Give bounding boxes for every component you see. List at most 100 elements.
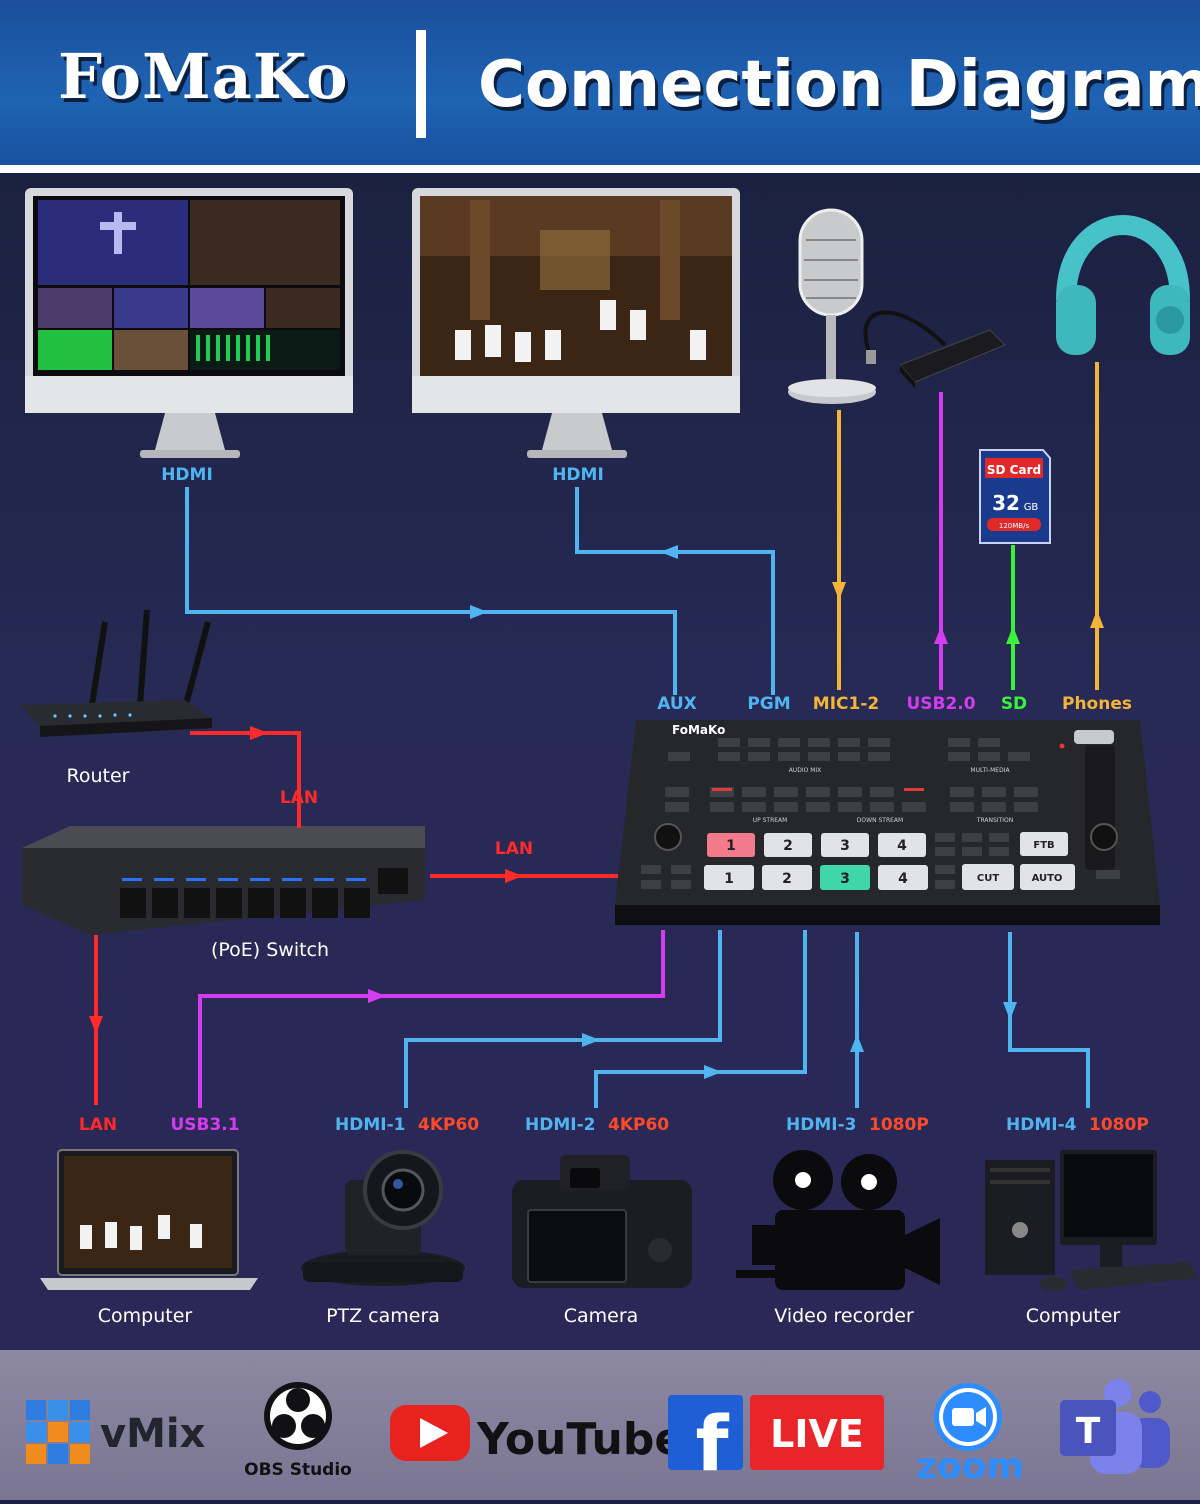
headphones-illustration: [1056, 215, 1190, 355]
switch-lan-arrow: [505, 869, 523, 883]
hdmi1-arrow: [582, 1033, 600, 1047]
pgm-arrow: [660, 545, 678, 559]
section-audio-mix: AUDIO MIX: [789, 767, 822, 774]
switch-lan-label: LAN: [495, 839, 533, 859]
cut-button[interactable]: [962, 864, 1014, 890]
diagram-canvas: SD Card 32 GB 120MB/s Router (PoE) Switc…: [0, 173, 1200, 1350]
sd-card-unit: GB: [1024, 502, 1039, 513]
hdmi2-port-label: HDMI-2: [525, 1115, 595, 1135]
hdmi-right-label: HDMI: [552, 465, 604, 485]
brand-logo: FoMaKo: [58, 40, 349, 113]
router-lan-label: LAN: [280, 788, 318, 808]
hdmi4-port-label: HDMI-4: [1006, 1115, 1077, 1135]
obs-logo: OBS Studio: [244, 1382, 352, 1480]
sd-card-capacity: 32: [992, 491, 1020, 515]
microphone-illustration: [788, 208, 876, 404]
pvw-button-3[interactable]: [821, 833, 869, 857]
aux-arrow: [470, 605, 488, 619]
mic-arrow: [832, 582, 846, 600]
sd-card-title: SD Card: [987, 463, 1041, 477]
video-recorder-illustration: [736, 1150, 940, 1290]
auto-button[interactable]: [1020, 864, 1075, 890]
aux-port-label: AUX: [657, 694, 697, 714]
hdmi2-spec-label: 4KP60: [608, 1115, 669, 1135]
device-label-computer-1: Computer: [98, 1305, 193, 1327]
hdmi4-arrow: [1003, 1002, 1017, 1020]
device-label-video-recorder: Video recorder: [774, 1305, 914, 1327]
platforms-footer: vMix OBS Studio YouTube f LIVE zoom: [0, 1350, 1200, 1500]
pgm-port-label: PGM: [747, 694, 790, 714]
pgm-button-4[interactable]: [878, 865, 928, 890]
hdmi4-line: [1008, 932, 1090, 1108]
usb31-arrow: [368, 989, 386, 1003]
section-transition: TRANSITION: [976, 817, 1013, 824]
pgm-button-2[interactable]: [762, 865, 812, 890]
switch-label: (PoE) Switch: [211, 939, 329, 961]
cut-label: CUT: [977, 873, 999, 884]
ftb-button[interactable]: [1020, 832, 1068, 856]
aux-hdmi-line: [185, 487, 677, 695]
pvw-label-1: 1: [726, 838, 736, 854]
header-divider: [416, 30, 426, 138]
pgm-button-3[interactable]: [820, 865, 870, 890]
vmix-logo: vMix: [26, 1400, 206, 1464]
phones-arrow: [1090, 610, 1104, 628]
teams-logo: T: [1060, 1379, 1170, 1474]
usb2-port-label: USB2.0: [906, 694, 975, 714]
pgm-label-2: 2: [782, 871, 792, 887]
hdmi1-spec-label: 4KP60: [418, 1115, 479, 1135]
desktop-computer-illustration: [985, 1150, 1198, 1291]
switcher-brand: FoMaKo: [672, 723, 725, 737]
pgm-label-3: 3: [840, 871, 850, 887]
section-down-stream: DOWN STREAM: [857, 817, 903, 824]
program-monitor: [412, 188, 740, 458]
platform-logos: vMix OBS Studio YouTube f LIVE zoom: [26, 1379, 1170, 1488]
sd-card-illustration: SD Card 32 GB 120MB/s: [979, 449, 1051, 544]
usb31-port-label: USB3.1: [170, 1115, 239, 1135]
router-label: Router: [67, 765, 130, 787]
pgm-label-1: 1: [724, 871, 734, 887]
pvw-button-4[interactable]: [878, 833, 926, 857]
usb2-arrow: [934, 626, 948, 644]
router-lan-line: [190, 731, 301, 828]
section-up-stream: UP STREAM: [753, 817, 788, 824]
computer-lan-arrow: [89, 1016, 103, 1034]
sd-port-label: SD: [1001, 694, 1027, 714]
phones-port-label: Phones: [1062, 694, 1132, 714]
hdmi-left-label: HDMI: [161, 465, 213, 485]
pvw-button-2[interactable]: [764, 833, 812, 857]
preview-bus: 1 2 3 4: [707, 833, 926, 857]
sd-card-speed: 120MB/s: [999, 522, 1030, 530]
pvw-button-1[interactable]: [707, 833, 755, 857]
pgm-button-1[interactable]: [704, 865, 754, 890]
connection-diagram: SD Card 32 GB 120MB/s Router (PoE) Switc…: [20, 188, 1198, 1327]
device-label-computer-2: Computer: [1026, 1305, 1121, 1327]
youtube-logo: YouTube: [390, 1405, 684, 1465]
youtube-wordmark: YouTube: [476, 1414, 684, 1465]
multiview-monitor: [25, 188, 353, 458]
hdmi2-line: [594, 930, 807, 1108]
hdmi1-port-label: HDMI-1: [335, 1115, 405, 1135]
usb31-line: [198, 930, 665, 1108]
ptz-camera-illustration: [301, 1150, 465, 1286]
section-multi-media: MULTI-MEDIA: [970, 767, 1010, 774]
obs-wordmark: OBS Studio: [244, 1460, 352, 1480]
facebook-f-icon: f: [695, 1399, 729, 1488]
ftb-label: FTB: [1033, 840, 1054, 851]
router-illustration: [20, 609, 212, 737]
device-label-camera: Camera: [564, 1305, 639, 1327]
pvw-label-4: 4: [897, 838, 907, 854]
t-bar-handle[interactable]: [1074, 730, 1114, 744]
hdmi3-spec-label: 1080P: [869, 1115, 929, 1135]
dslr-camera-illustration: [512, 1155, 692, 1288]
video-switcher-console: FoMaKo AUDIO MIX MULTI-MEDIA UP STREAM: [615, 720, 1160, 925]
hdmi2-arrow: [704, 1065, 722, 1079]
header-banner: FoMaKo Connection Diagram: [0, 0, 1200, 165]
usb-drive-illustration: [863, 310, 1006, 388]
mic-port-label: MIC1-2: [813, 694, 879, 714]
vmix-wordmark: vMix: [100, 1411, 206, 1457]
zoom-wordmark: zoom: [916, 1446, 1024, 1487]
header-rule: [0, 165, 1200, 173]
facebook-live-logo: f LIVE: [668, 1395, 884, 1488]
sd-arrow: [1006, 626, 1020, 644]
